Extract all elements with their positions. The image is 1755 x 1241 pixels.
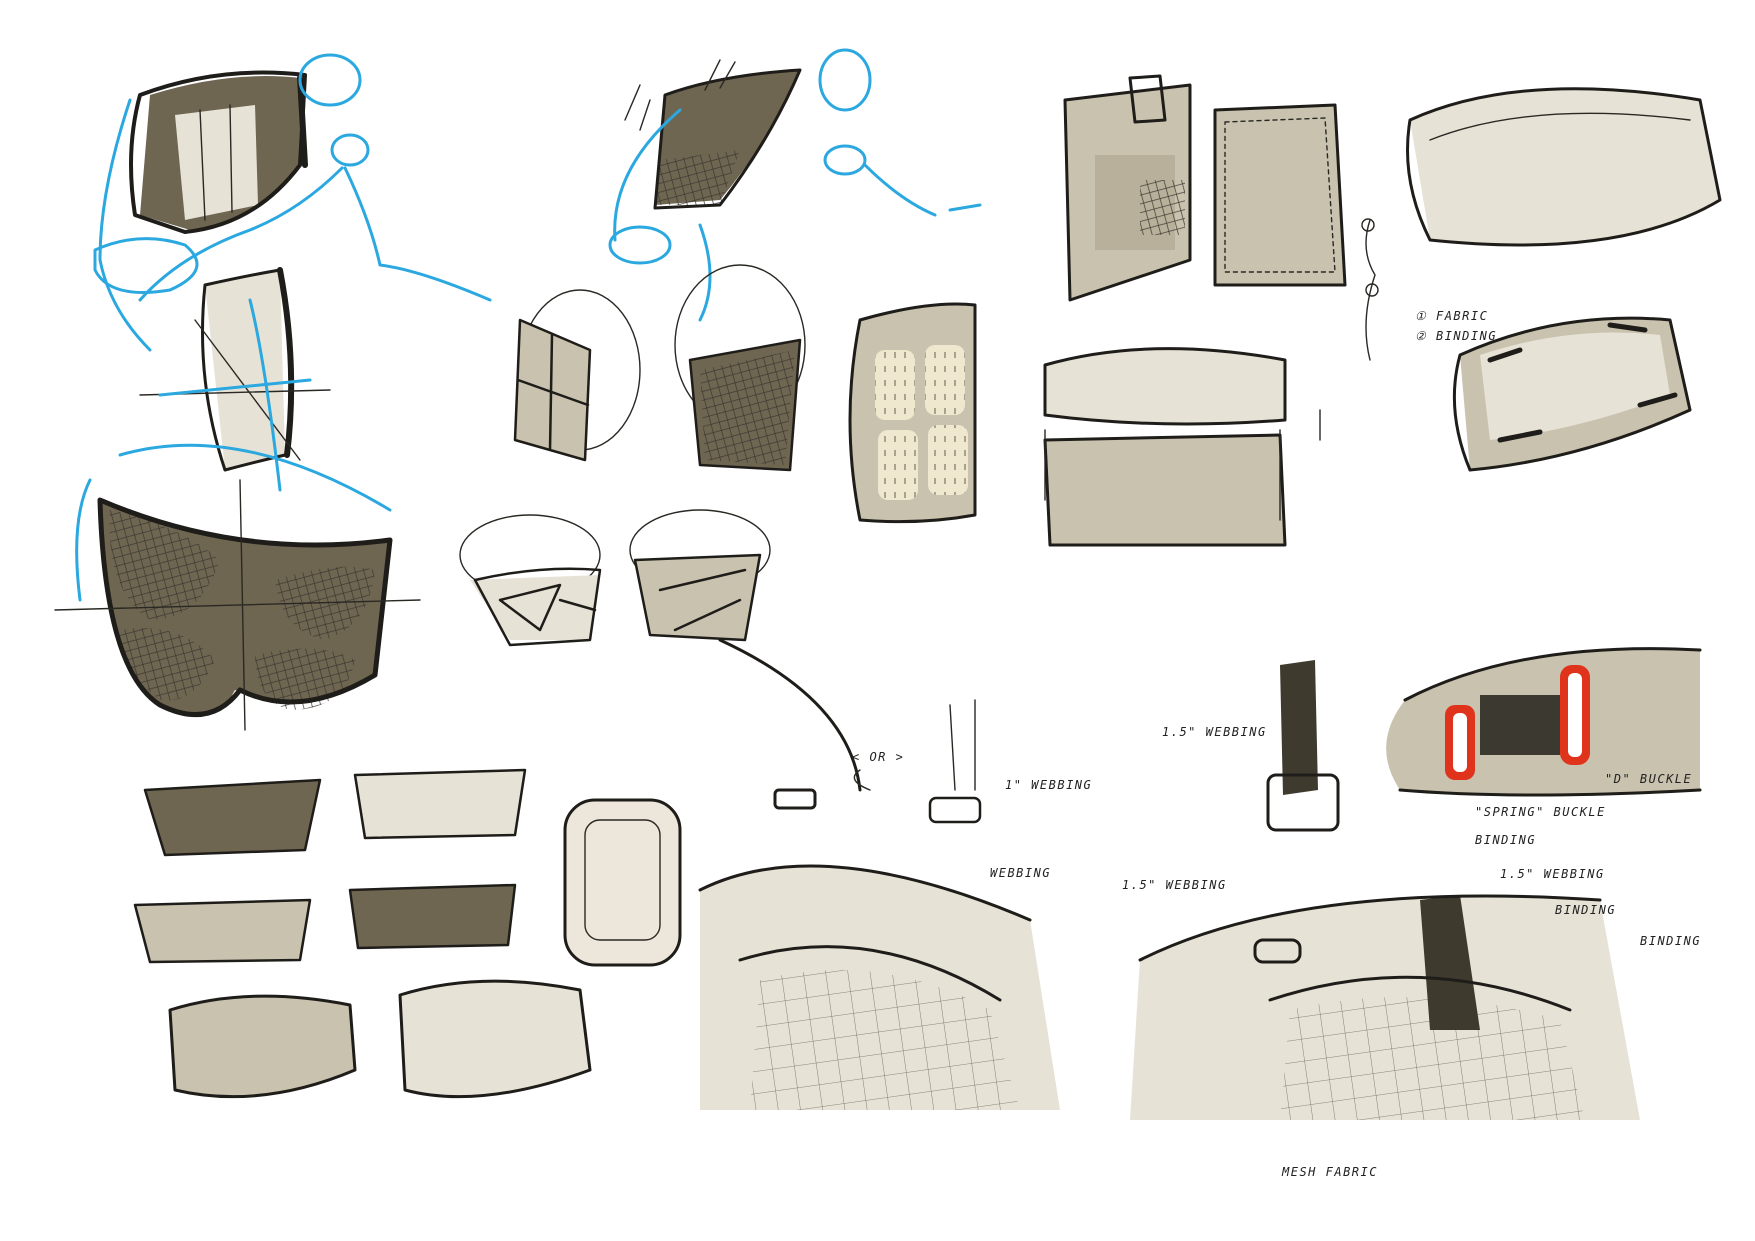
annotation-binding-right-c: BINDING	[1640, 934, 1702, 948]
annotation-fabric: ① FABRIC	[1415, 309, 1489, 323]
sleeve-pouch-sketch	[1063, 74, 1379, 361]
annotation-spring-buckle: "SPRING" BUCKLE	[1475, 805, 1606, 819]
annotation-binding-legend: ② BINDING	[1415, 329, 1498, 343]
webbing-detail-sketch	[698, 638, 1060, 1110]
annotation-webbing-15-right: 1.5" WEBBING	[1500, 867, 1605, 881]
annotation-webbing-15-top: 1.5" WEBBING	[1162, 725, 1267, 739]
annotation-webbing-1in: 1" WEBBING	[1005, 778, 1093, 792]
back-panel-sketch	[848, 302, 977, 524]
annotation-binding-right-b: BINDING	[1555, 903, 1617, 917]
pouch-variants-sketch	[133, 768, 682, 1099]
backpack-figure-sketch	[93, 53, 492, 492]
hipbelt-mesh-sketch	[54, 443, 421, 731]
annotation-d-buckle: "D" BUCKLE	[1605, 772, 1693, 786]
annotation-or: < OR >	[852, 750, 905, 764]
strap-sketch	[608, 48, 982, 322]
annotation-webbing-15-left: 1.5" WEBBING	[1122, 878, 1227, 892]
annotation-mesh-fabric: MESH FABRIC	[1282, 1165, 1378, 1179]
cylinder-sketches	[459, 264, 806, 647]
lidded-box-sketch	[1043, 347, 1321, 547]
strapped-box-sketch	[1452, 316, 1692, 472]
tray-box-sketch	[1406, 87, 1722, 247]
annotation-binding-right-a: BINDING	[1475, 833, 1537, 847]
annotation-webbing-left: WEBBING	[990, 866, 1052, 880]
d-buckle-detail-sketch	[1130, 647, 1702, 1120]
